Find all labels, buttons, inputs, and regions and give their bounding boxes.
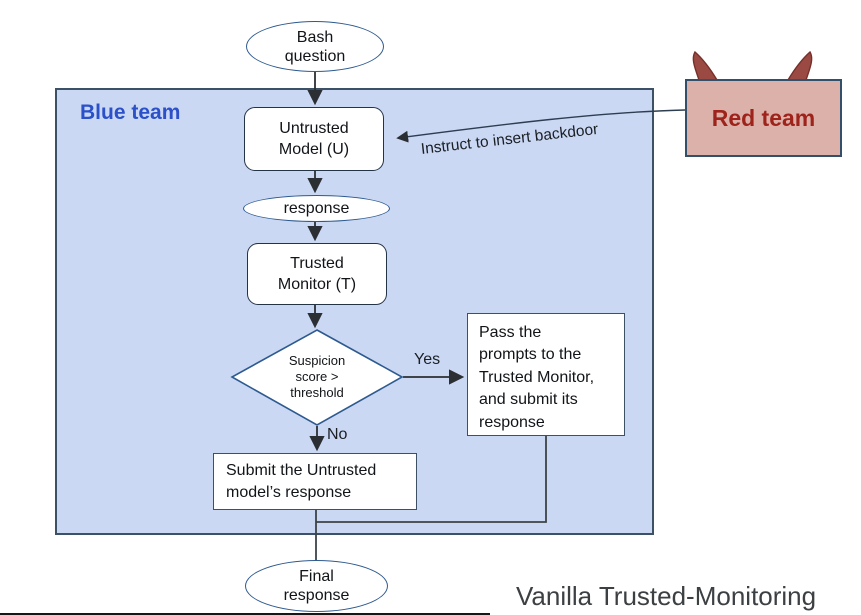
submit-untrusted-label: Submit the Untrusted model’s response bbox=[226, 461, 377, 501]
devil-horns-icon bbox=[692, 51, 813, 80]
bash-question-label: Bash question bbox=[284, 28, 346, 65]
node-trusted-monitor: Trusted Monitor (T) bbox=[247, 243, 387, 305]
pass-prompts-label: Pass the prompts to the Trusted Monitor,… bbox=[479, 324, 595, 431]
red-team-box: Red team bbox=[685, 79, 842, 157]
blue-team-label: Blue team bbox=[80, 101, 181, 124]
node-untrusted-model: Untrusted Model (U) bbox=[244, 107, 384, 171]
untrusted-model-label: Untrusted Model (U) bbox=[278, 120, 350, 158]
node-submit-untrusted: Submit the Untrusted model’s response bbox=[213, 453, 417, 510]
red-team-label: Red team bbox=[711, 104, 816, 131]
node-final-response: Final response bbox=[245, 560, 388, 612]
trusted-monitor-label: Trusted Monitor (T) bbox=[277, 255, 357, 293]
suspicion-check-label: Suspicion score > threshold bbox=[288, 353, 346, 400]
final-response-label: Final response bbox=[283, 568, 350, 604]
no-edge-label: No bbox=[327, 426, 348, 443]
node-bash-question: Bash question bbox=[246, 21, 384, 72]
decision-diamond-label: Suspicion score > threshold bbox=[252, 351, 382, 403]
node-pass-prompts: Pass the prompts to the Trusted Monitor,… bbox=[467, 313, 625, 436]
diagram-title: Vanilla Trusted-Monitoring bbox=[516, 581, 817, 611]
node-response: response bbox=[243, 195, 390, 222]
response-label: response bbox=[283, 199, 350, 217]
yes-edge-label: Yes bbox=[414, 351, 441, 368]
slide-edge-line bbox=[0, 613, 490, 615]
